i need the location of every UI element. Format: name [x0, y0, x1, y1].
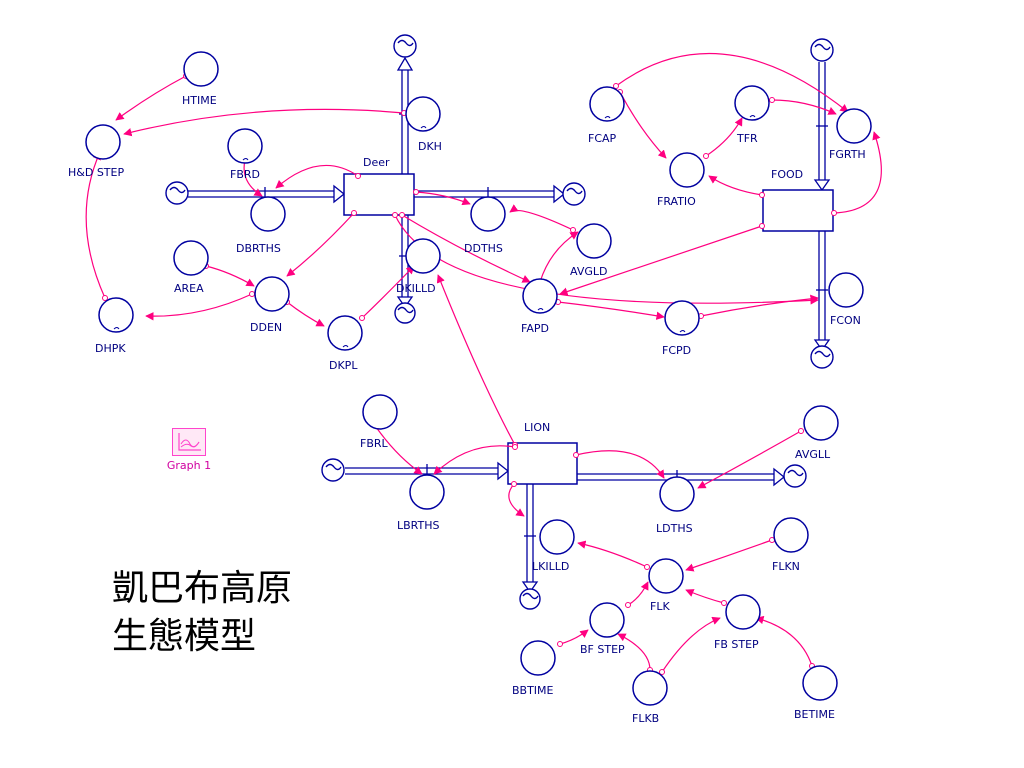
- avgll-converter[interactable]: [803, 405, 839, 441]
- fcon-label: FCON: [830, 314, 861, 327]
- dkilld-pipe-arrow: [396, 296, 414, 309]
- ddths-flow[interactable]: [470, 196, 506, 232]
- cloud-source-fgrth: [810, 38, 834, 62]
- dden-label: DDEN: [250, 321, 282, 334]
- graph-icon: [172, 428, 206, 456]
- ldths-label: LDTHS: [656, 522, 693, 535]
- dbrths-flow[interactable]: [250, 196, 286, 232]
- avgll-label: AVGLL: [795, 448, 831, 461]
- hd-step-label: H&D STEP: [68, 166, 124, 179]
- fgrth-flow[interactable]: [836, 108, 872, 144]
- bbtime-label: BBTIME: [512, 684, 554, 697]
- cloud-sink-lkilld: [519, 588, 541, 610]
- dkpl-label: DKPL: [329, 359, 358, 372]
- ddths-pipe-arrow: [553, 184, 566, 204]
- fcpd-label: FCPD: [662, 344, 691, 357]
- graph-label: Graph 1: [166, 459, 212, 472]
- fratio-converter[interactable]: [669, 152, 705, 188]
- flkn-label: FLKN: [772, 560, 800, 573]
- flk-label: FLK: [650, 600, 670, 613]
- fcon-flow[interactable]: [828, 272, 864, 308]
- bf-step-converter[interactable]: [589, 602, 625, 638]
- dkilld-label: DKILLD: [396, 282, 436, 295]
- dden-converter[interactable]: [254, 276, 290, 312]
- fapd-converter[interactable]: [522, 278, 558, 314]
- betime-converter[interactable]: [802, 665, 838, 701]
- hd-step-converter[interactable]: [85, 124, 121, 160]
- area-label: AREA: [174, 282, 204, 295]
- lion-label: LION: [524, 421, 550, 434]
- dkh-flow[interactable]: [405, 96, 441, 132]
- fcap-label: FCAP: [588, 132, 617, 145]
- lbrths-label: LBRTHS: [397, 519, 440, 532]
- ddths-label: DDTHS: [464, 242, 503, 255]
- bbtime-converter[interactable]: [520, 640, 556, 676]
- flkb-label: FLKB: [632, 712, 659, 725]
- htime-label: HTIME: [182, 94, 217, 107]
- fbrl-label: FBRL: [360, 437, 389, 450]
- fgrth-label: FGRTH: [829, 148, 866, 161]
- flkn-converter[interactable]: [773, 517, 809, 553]
- htime-converter[interactable]: [183, 51, 219, 87]
- ldths-pipe-arrow: [773, 467, 786, 487]
- tfr-converter[interactable]: [734, 85, 770, 121]
- graph-1-icon-button[interactable]: Graph 1: [166, 428, 212, 480]
- fcon-pipe-arrow: [813, 339, 831, 352]
- dbrths-label: DBRTHS: [236, 242, 281, 255]
- fratio-label: FRATIO: [657, 195, 696, 208]
- cloud-sink-dkilld: [394, 302, 416, 324]
- ldths-flow[interactable]: [659, 476, 695, 512]
- dhpk-converter[interactable]: [98, 297, 134, 333]
- dkh-label: DKH: [418, 140, 442, 153]
- fcap-converter[interactable]: [589, 86, 625, 122]
- dhpk-label: DHPK: [95, 342, 126, 355]
- avgld-converter[interactable]: [576, 223, 612, 259]
- deer-label: Deer: [363, 156, 390, 169]
- model-title-line-1: 凱巴布高原: [112, 568, 293, 609]
- tfr-label: TFR: [736, 132, 758, 145]
- fb-step-converter[interactable]: [725, 594, 761, 630]
- cloud-source-lbrths: [321, 458, 345, 482]
- fgrth-pipe-arrow: [813, 179, 831, 192]
- lion-stock[interactable]: [507, 442, 578, 485]
- area-converter[interactable]: [173, 240, 209, 276]
- dkpl-converter[interactable]: [327, 315, 363, 351]
- flk-converter[interactable]: [648, 558, 684, 594]
- cloud-source-dbrths: [165, 181, 189, 205]
- fapd-label: FAPD: [521, 322, 549, 335]
- betime-label: BETIME: [794, 708, 835, 721]
- fbrd-label: FBRD: [230, 168, 260, 181]
- lkilld-flow[interactable]: [539, 519, 575, 555]
- cloud-sink-ddths: [562, 182, 586, 206]
- cloud-sink-dkh: [393, 34, 417, 58]
- fbrd-converter[interactable]: [227, 128, 263, 164]
- cloud-sink-fcon: [810, 345, 834, 369]
- dbrths-pipe-arrow: [333, 184, 346, 204]
- lkilld-pipe-arrow: [521, 581, 539, 594]
- deer-stock[interactable]: [343, 173, 415, 216]
- flkb-converter[interactable]: [632, 670, 668, 706]
- dkilld-flow[interactable]: [405, 238, 441, 274]
- dkh-pipe-arrow: [396, 56, 414, 71]
- fbrl-converter[interactable]: [362, 394, 398, 430]
- lbrths-pipe-arrow: [497, 461, 510, 481]
- food-label: FOOD: [771, 168, 803, 181]
- fb-step-label: FB STEP: [714, 638, 759, 651]
- food-stock[interactable]: [762, 189, 834, 232]
- lbrths-flow[interactable]: [409, 474, 445, 510]
- lkilld-label: LKILLD: [532, 560, 569, 573]
- cloud-sink-ldths: [783, 464, 807, 488]
- avgld-label: AVGLD: [570, 265, 607, 278]
- bf-step-label: BF STEP: [580, 643, 625, 656]
- fcpd-converter[interactable]: [664, 300, 700, 336]
- model-title-line-2: 生態模型: [112, 616, 257, 657]
